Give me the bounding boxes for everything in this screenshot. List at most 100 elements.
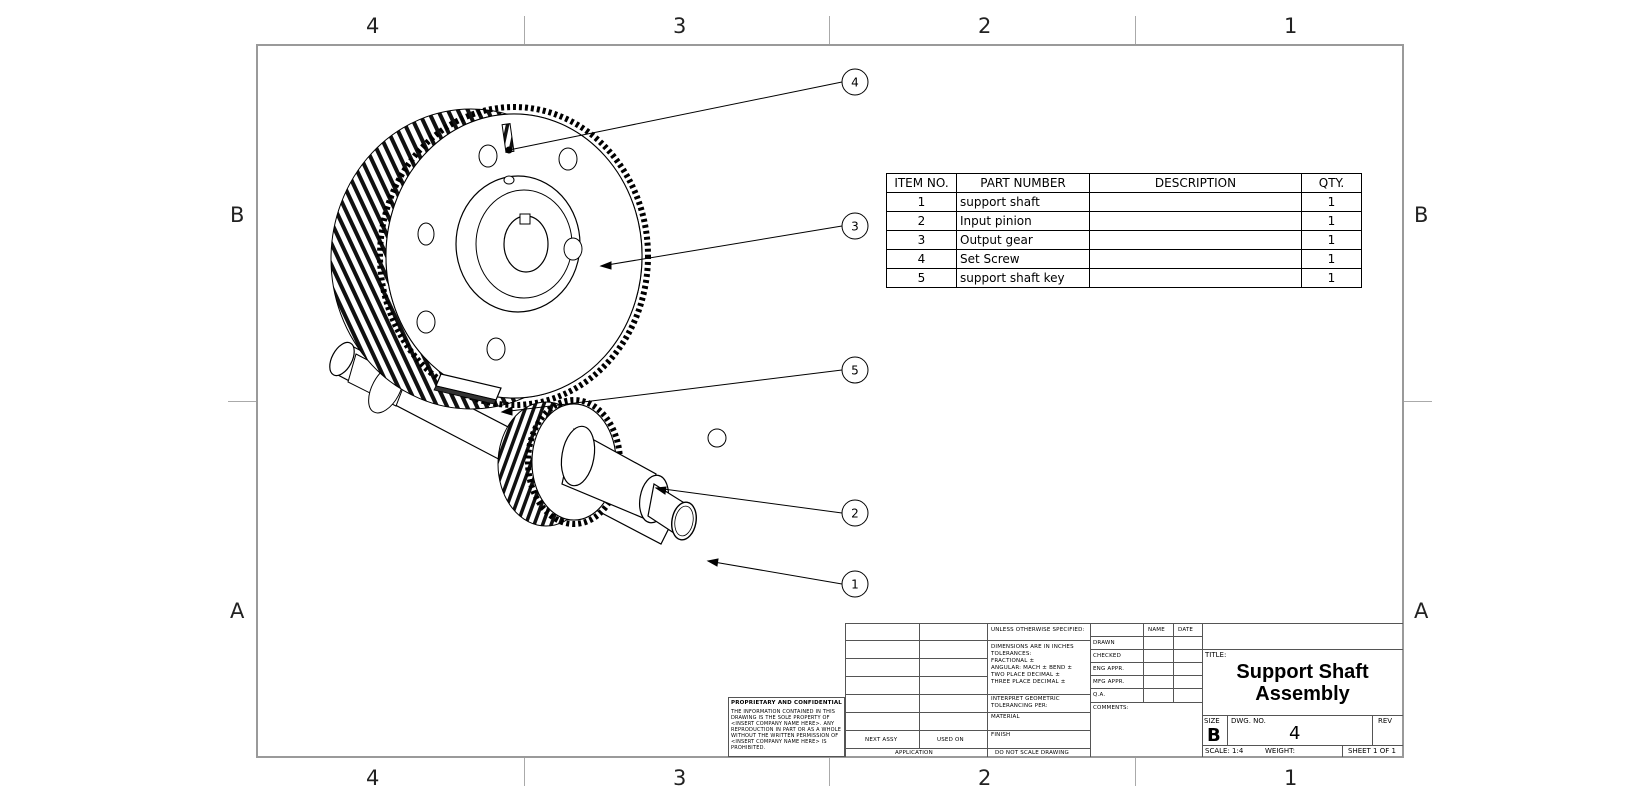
bom-part: Output gear <box>956 230 1090 250</box>
bom-qty: 1 <box>1301 192 1362 212</box>
balloon-5[interactable]: 5 <box>841 356 869 384</box>
arrowhead <box>599 261 612 270</box>
leader-lines <box>500 81 843 585</box>
dwg-no-value: 4 <box>1289 723 1301 744</box>
zone-tick <box>1135 758 1136 786</box>
output-gear <box>330 104 651 410</box>
bom-part: support shaft key <box>956 268 1090 288</box>
bom-description <box>1089 268 1302 288</box>
proprietary-title: PROPRIETARY AND CONFIDENTIAL <box>731 700 842 706</box>
mfg-appr-label: MFG APPR. <box>1093 679 1125 685</box>
rev-label: REV <box>1378 717 1393 725</box>
fractional-tol: FRACTIONAL ± <box>991 658 1035 664</box>
balloon-4[interactable]: 4 <box>841 68 869 96</box>
proprietary-line: REPRODUCTION IN PART OR AS A WHOLE <box>731 727 842 733</box>
dwg-no-label: DWG. NO. <box>1231 717 1266 725</box>
checked-label: CHECKED <box>1093 653 1122 659</box>
proprietary-line: <INSERT COMPANY NAME HERE>. ANY <box>731 721 835 727</box>
bom-item: 1 <box>886 192 957 212</box>
bom-item: 4 <box>886 249 957 269</box>
zone-col-2-top: 2 <box>978 14 992 38</box>
zone-col-1-top: 1 <box>1284 14 1298 38</box>
bom-description <box>1089 211 1302 231</box>
zone-col-4-top: 4 <box>366 14 380 38</box>
balloon-2[interactable]: 2 <box>841 499 869 527</box>
zone-col-3-bottom: 3 <box>673 766 687 790</box>
qa-label: Q.A. <box>1093 692 1106 698</box>
svg-text:4: 4 <box>851 76 859 90</box>
zone-tick <box>524 16 525 44</box>
zone-row-a-left: A <box>230 599 245 623</box>
material-label: MATERIAL <box>991 714 1020 720</box>
bom-qty: 1 <box>1301 230 1362 250</box>
proprietary-line: WITHOUT THE WRITTEN PERMISSION OF <box>731 733 839 739</box>
proprietary-line: DRAWING IS THE SOLE PROPERTY OF <box>731 715 830 721</box>
bom-qty: 1 <box>1301 211 1362 231</box>
bom-description <box>1089 192 1302 212</box>
zone-row-b-right: B <box>1414 203 1429 227</box>
size-value: B <box>1207 725 1221 746</box>
support-shaft-key <box>433 373 502 405</box>
leader-dot <box>505 146 513 154</box>
shaft-end <box>560 425 697 541</box>
svg-text:5: 5 <box>851 364 859 378</box>
title-block: UNLESS OTHERWISE SPECIFIED: DIMENSIONS A… <box>845 623 1403 757</box>
zone-tick <box>829 16 830 44</box>
dimensions-note: DIMENSIONS ARE IN INCHES <box>991 644 1074 650</box>
balloon-3[interactable]: 3 <box>841 212 869 240</box>
tolerancing-per: TOLERANCING PER: <box>991 703 1048 709</box>
zone-tick <box>524 758 525 786</box>
finish-label: FINISH <box>991 732 1011 738</box>
bom-item: 2 <box>886 211 957 231</box>
bom-row: 5 support shaft key 1 <box>886 268 1362 288</box>
proprietary-notice: PROPRIETARY AND CONFIDENTIAL THE INFORMA… <box>728 697 845 757</box>
angular-tol: ANGULAR: MACH ± BEND ± <box>991 665 1073 671</box>
balloon-1[interactable]: 1 <box>841 570 869 598</box>
scale-label: SCALE: 1:4 <box>1205 747 1244 755</box>
drawn-label: DRAWN <box>1093 640 1115 646</box>
zone-tick <box>829 758 830 786</box>
proprietary-line: <INSERT COMPANY NAME HERE> IS <box>731 739 827 745</box>
arrowhead <box>500 406 513 416</box>
drawing-title-line2: Assembly <box>1255 683 1350 705</box>
bom-row: 3 Output gear 1 <box>886 230 1362 250</box>
name-column-label: NAME <box>1148 627 1165 633</box>
proprietary-line: PROHIBITED. <box>731 745 766 751</box>
next-assy-label: NEXT ASSY <box>865 737 898 743</box>
zone-row-a-right: A <box>1414 599 1429 623</box>
bom-qty: 1 <box>1301 268 1362 288</box>
used-on-label: USED ON <box>937 737 964 743</box>
sheet-label: SHEET 1 OF 1 <box>1348 747 1396 755</box>
assembly-view: 4 3 5 2 1 <box>329 68 869 598</box>
three-place-tol: THREE PLACE DECIMAL ± <box>991 679 1066 685</box>
tolerances-label: TOLERANCES: <box>991 651 1032 657</box>
two-place-tol: TWO PLACE DECIMAL ± <box>991 672 1061 678</box>
do-not-scale: DO NOT SCALE DRAWING <box>995 750 1069 756</box>
weight-label: WEIGHT: <box>1265 747 1295 755</box>
bom-header-row: ITEM NO. PART NUMBER DESCRIPTION QTY. <box>886 173 1362 193</box>
bom-row: 4 Set Screw 1 <box>886 249 1362 269</box>
interpret-geometric: INTERPRET GEOMETRIC <box>991 696 1060 702</box>
arrowhead <box>654 486 667 495</box>
size-label: SIZE <box>1204 717 1220 725</box>
application-label: APPLICATION <box>895 750 933 756</box>
zone-tick <box>1404 401 1432 402</box>
zone-col-2-bottom: 2 <box>978 766 992 790</box>
zone-col-1-bottom: 1 <box>1284 766 1298 790</box>
bill-of-materials: ITEM NO. PART NUMBER DESCRIPTION QTY. 1 … <box>886 173 1362 288</box>
zone-col-4-bottom: 4 <box>366 766 380 790</box>
eng-appr-label: ENG APPR. <box>1093 666 1125 672</box>
proprietary-line: THE INFORMATION CONTAINED IN THIS <box>731 709 836 715</box>
bom-item: 5 <box>886 268 957 288</box>
bom-part: Input pinion <box>956 211 1090 231</box>
bom-header-qty: QTY. <box>1301 173 1362 193</box>
svg-text:2: 2 <box>851 507 859 521</box>
arrowhead <box>706 558 719 567</box>
zone-row-b-left: B <box>230 203 245 227</box>
bom-row: 1 support shaft 1 <box>886 192 1362 212</box>
bom-description <box>1089 249 1302 269</box>
svg-text:3: 3 <box>851 220 859 234</box>
unless-specified: UNLESS OTHERWISE SPECIFIED: <box>991 627 1085 633</box>
zone-tick <box>1135 16 1136 44</box>
zone-tick <box>228 401 256 402</box>
